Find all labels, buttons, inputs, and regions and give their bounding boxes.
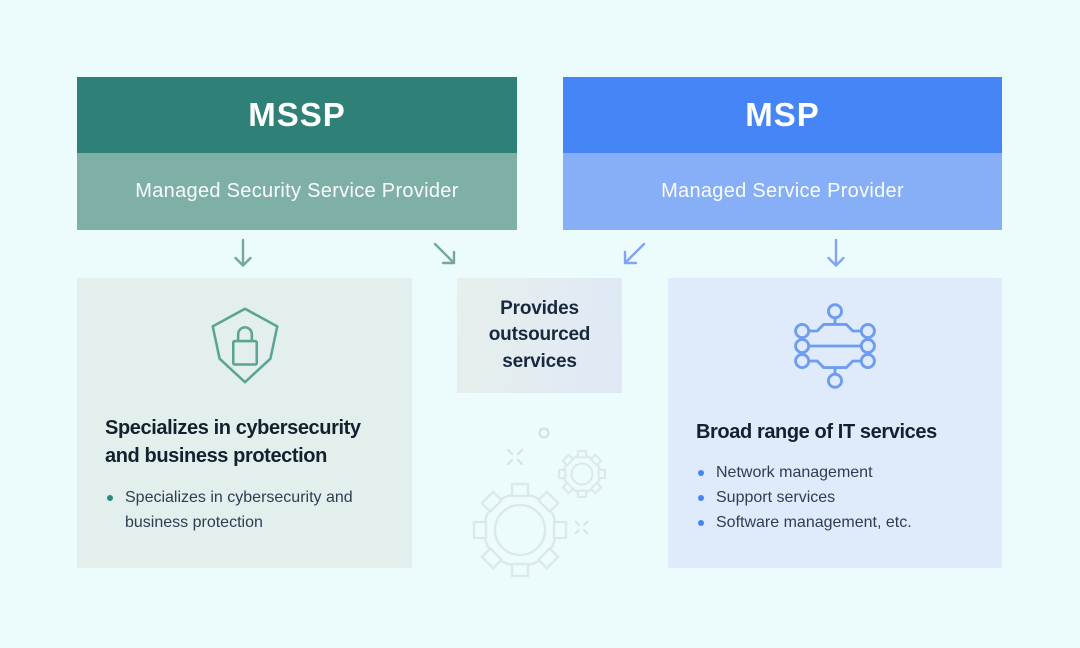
msp-full-name: Managed Service Provider	[563, 153, 1002, 230]
msp-header: MSP Managed Service Provider	[563, 77, 1002, 230]
gear-small-icon	[558, 450, 606, 498]
mssp-abbr-title: MSSP	[77, 77, 517, 153]
down-right-arrow-icon	[433, 242, 456, 265]
shield-lock-icon	[105, 300, 384, 388]
mssp-bullet-list: Specializes in cybersecurity and busines…	[105, 486, 384, 536]
mssp-card-heading: Specializes in cybersecurity and busines…	[105, 417, 361, 468]
down-arrow-icon	[234, 238, 252, 267]
msp-bullet-list: Network management Support services Soft…	[696, 461, 974, 535]
msp-card: Broad range of IT services Network manag…	[668, 278, 1002, 568]
bullet-dot-icon	[698, 495, 704, 502]
bullet-dot-icon	[698, 470, 704, 477]
shared-services-box: Provides outsourced services	[457, 278, 622, 393]
bullet-text: Support services	[716, 489, 836, 507]
shared-services-label: Provides outsourced services	[488, 297, 591, 372]
down-left-arrow-icon	[623, 242, 646, 265]
bullet-text: Network management	[716, 464, 873, 482]
dot-circle-icon	[538, 427, 550, 439]
gear-large-icon	[472, 482, 568, 578]
list-item: Specializes in cybersecurity and busines…	[105, 486, 384, 536]
down-arrow-icon	[827, 238, 845, 267]
circuit-icon	[696, 300, 974, 392]
msp-abbr-title: MSP	[563, 77, 1002, 153]
bullet-text: Specializes in cybersecurity and busines…	[125, 488, 353, 531]
bullet-dot-icon	[107, 494, 113, 501]
sparkle-icon	[574, 520, 589, 535]
bullet-dot-icon	[698, 519, 704, 526]
bullet-text: Software management, etc.	[716, 513, 912, 531]
msp-card-heading: Broad range of IT services	[696, 421, 937, 443]
list-item: Support services	[696, 486, 974, 511]
list-item: Network management	[696, 461, 974, 486]
sparkle-icon	[507, 449, 523, 465]
list-item: Software management, etc.	[696, 511, 974, 536]
mssp-card: Specializes in cybersecurity and busines…	[77, 278, 412, 568]
mssp-header: MSSP Managed Security Service Provider	[77, 77, 517, 230]
mssp-full-name: Managed Security Service Provider	[77, 153, 517, 230]
